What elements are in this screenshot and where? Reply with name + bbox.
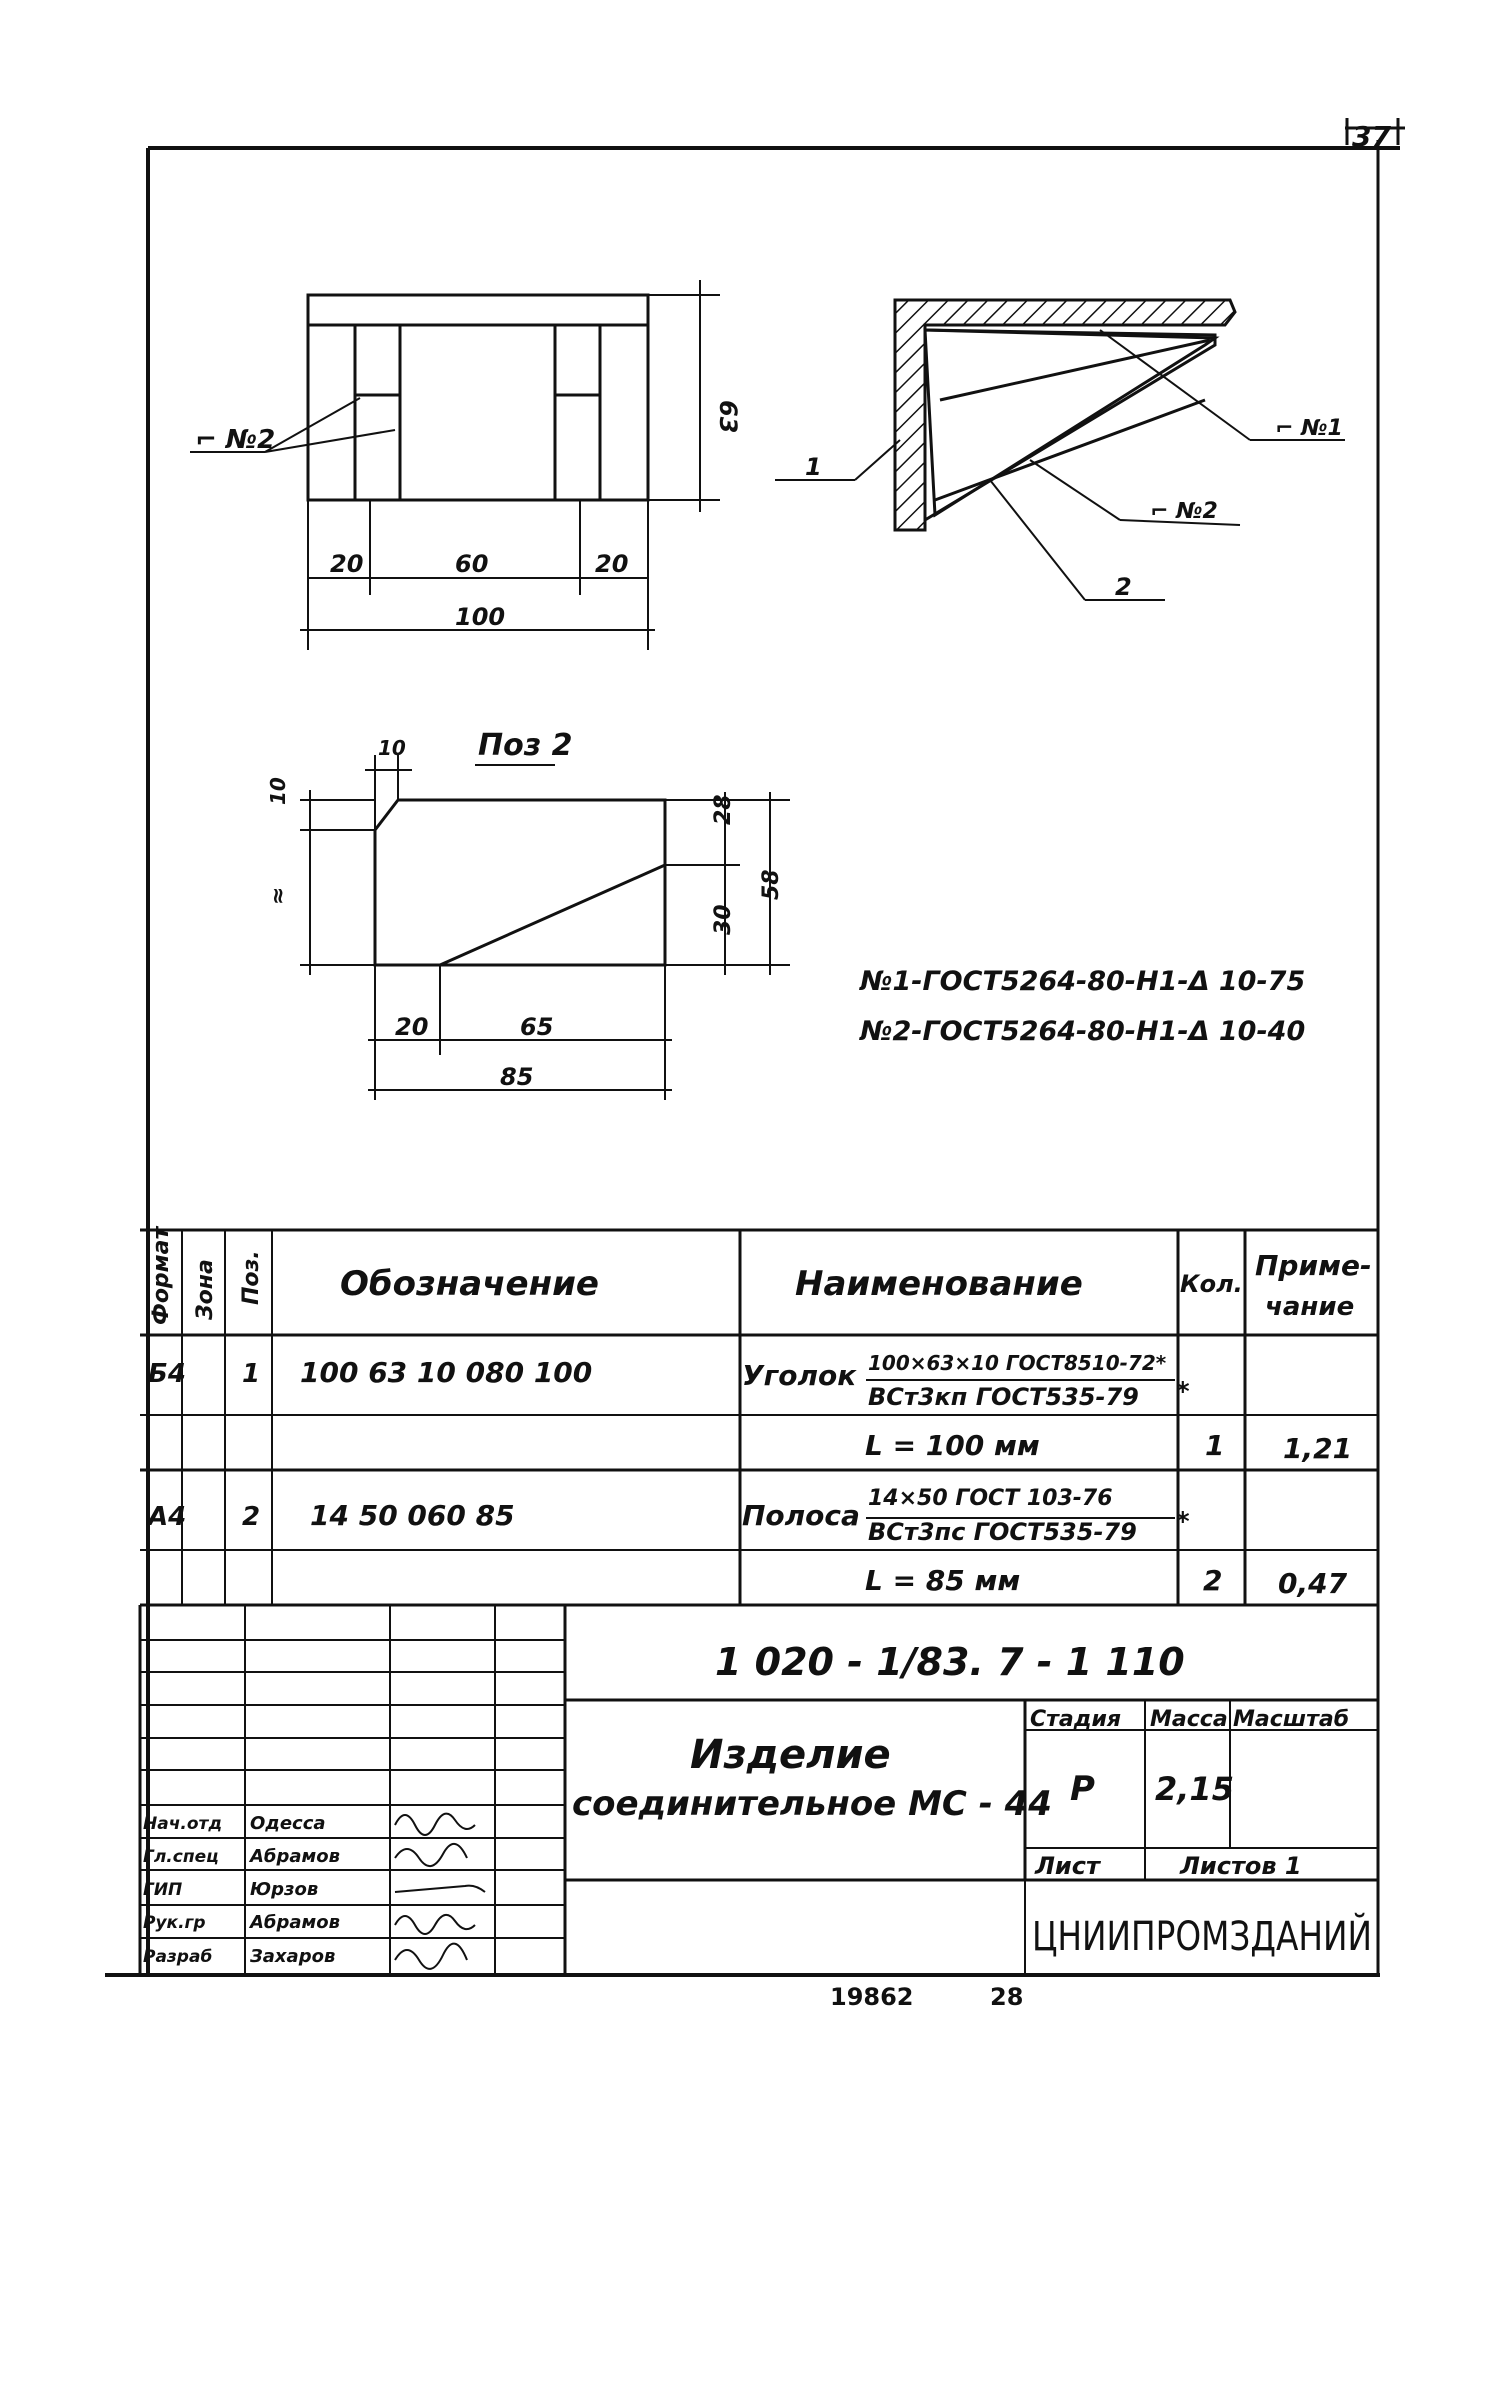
col-qty-header: Кол. <box>1180 1270 1243 1298</box>
row2-qty: 2 <box>1203 1564 1222 1597</box>
sig-role-2: Гл.спец <box>143 1847 219 1867</box>
sig-role-4: Рук.гр <box>143 1913 206 1933</box>
view1-dim-total: 100 <box>455 603 505 631</box>
sig-name-4: Абрамов <box>248 1912 340 1933</box>
view2-label-1: 1 <box>805 453 822 481</box>
col-designation-header: Обозначение <box>340 1264 599 1304</box>
spec-row-2: А4 2 14 50 060 85 Полоса 14×50 ГОСТ 103-… <box>146 1486 1348 1600</box>
row1-designation: 100 63 10 080 100 <box>300 1356 592 1389</box>
sheets-label: Листов 1 <box>1179 1852 1302 1880</box>
sig-role-3: ГИП <box>143 1880 182 1900</box>
title-block-grid <box>138 1605 1378 1975</box>
row2-note: 0,47 <box>1278 1567 1348 1600</box>
pos2-dim-top-w: 10 <box>378 736 406 760</box>
sig-name-5: Захаров <box>249 1946 335 1967</box>
row2-length: L = 85 мм <box>865 1564 1020 1597</box>
sig-role-5: Разраб <box>143 1947 212 1967</box>
row1-note: 1,21 <box>1283 1432 1352 1465</box>
row1-format: Б4 <box>148 1359 186 1389</box>
sig-name-2: Абрамов <box>248 1846 340 1867</box>
row1-name: Уголок <box>742 1359 857 1392</box>
col-zone-header: Зона <box>193 1259 218 1321</box>
col-pos-header: Поз. <box>239 1250 264 1305</box>
view1-dim-d1: 20 <box>330 550 363 578</box>
pos2-dim-58: 58 <box>759 869 784 900</box>
pos2-dim-top-h: 10 <box>266 777 290 805</box>
title-line-1: Изделие <box>690 1732 891 1778</box>
view1-drawing <box>190 280 720 650</box>
stage-header: Стадия <box>1030 1707 1121 1732</box>
row2-designation: 14 50 060 85 <box>310 1499 515 1532</box>
view1-dim-height: 63 <box>714 400 742 433</box>
row1-length: L = 100 мм <box>865 1429 1040 1462</box>
pos2-dim-65: 65 <box>520 1013 553 1041</box>
sheet-label: Лист <box>1034 1852 1102 1880</box>
row1-qty: 1 <box>1205 1429 1224 1462</box>
signature-scribbles <box>394 1812 486 1970</box>
footer-page: 28 <box>990 1983 1023 2011</box>
mass-value: 2,15 <box>1155 1770 1234 1808</box>
view1-dim-d3: 20 <box>595 550 628 578</box>
signature-rows: Нач.отд Одесса Гл.спец Абрамов ГИП Юрзов… <box>143 1812 486 1970</box>
stage-value: Р <box>1070 1769 1095 1809</box>
mass-header: Масса <box>1150 1707 1228 1732</box>
pos2-title: Поз 2 <box>478 728 572 763</box>
view2-weld-1: ⌐ №1 <box>1275 416 1343 441</box>
drawing-code: 1 020 - 1/83. 7 - 1 110 <box>715 1640 1185 1684</box>
view1-dim-d2: 60 <box>455 550 488 578</box>
sheet-frame <box>105 118 1405 1977</box>
row1-pos: 1 <box>242 1359 260 1389</box>
pos2-dim-30: 30 <box>711 904 736 935</box>
row2-name: Полоса <box>742 1499 860 1532</box>
pos2-dim-side: ≈ <box>266 887 291 905</box>
row2-pos: 2 <box>242 1502 260 1532</box>
row1-star: * <box>1176 1377 1190 1407</box>
col-format-header: Формат <box>149 1225 174 1325</box>
row2-format: А4 <box>146 1502 186 1532</box>
col-note-header-1: Приме- <box>1255 1249 1372 1282</box>
view2-label-2: 2 <box>1115 573 1132 601</box>
pos2-dim-20: 20 <box>395 1013 428 1041</box>
weld-note-2: №2-ГОСТ5264-80-Н1-Δ 10-40 <box>859 1016 1305 1047</box>
col-name-header: Наименование <box>795 1264 1083 1304</box>
sig-name-1: Одесса <box>250 1813 326 1834</box>
title-line-2: соединительное МС - 44 <box>572 1784 1052 1824</box>
view2-drawing <box>775 298 1345 601</box>
view1-weld-label: ⌐ №2 <box>195 425 275 455</box>
row2-star: * <box>1176 1507 1190 1537</box>
sig-role-1: Нач.отд <box>143 1814 222 1834</box>
pos2-dim-total: 85 <box>500 1063 533 1091</box>
spec-table-grid <box>140 1228 1378 1607</box>
row2-name-frac-bottom: ВСт3пс ГОСТ535-79 <box>868 1518 1137 1546</box>
pos2-dim-28: 28 <box>711 794 736 825</box>
col-note-header-2: чание <box>1265 1292 1354 1322</box>
pos2-drawing <box>300 755 790 1100</box>
spec-row-1: Б4 1 100 63 10 080 100 Уголок 100×63×10 … <box>148 1351 1352 1465</box>
sig-name-3: Юрзов <box>250 1879 318 1900</box>
view2-weld-2: ⌐ №2 <box>1150 499 1218 524</box>
row1-name-frac-bottom: ВСт3кп ГОСТ535-79 <box>868 1383 1139 1411</box>
footer-number: 19862 <box>830 1983 914 2011</box>
row1-name-frac-top: 100×63×10 ГОСТ8510-72* <box>868 1351 1167 1375</box>
weld-note-1: №1-ГОСТ5264-80-Н1-Δ 10-75 <box>859 966 1305 997</box>
organization: ЦНИИПРОМЗДАНИЙ <box>1032 1912 1372 1960</box>
row2-name-frac-top: 14×50 ГОСТ 103-76 <box>868 1486 1113 1511</box>
scale-header: Масштаб <box>1233 1707 1349 1732</box>
